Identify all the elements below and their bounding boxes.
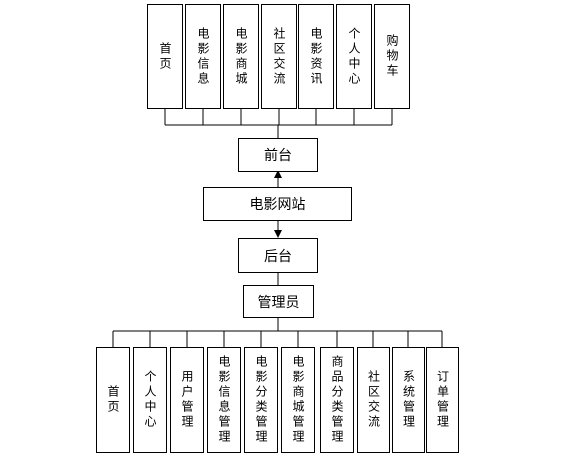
top-module-personal-center: 个人中心 [336,4,372,109]
bottom-module-user-management: 用户管理 [170,347,204,453]
module-label: 社区交流 [366,370,381,430]
module-label: 电影信息 [196,26,210,87]
module-label: 个人中心 [143,370,157,430]
bottom-module-movie-info-management: 电影信息管理 [207,347,241,453]
top-module-movie-info: 电影信息 [185,4,221,109]
bottom-module-community: 社区交流 [357,347,390,453]
module-label: 电影信息管理 [217,355,231,445]
backend-box: 后台 [238,238,318,273]
module-label: 电影资讯 [309,26,323,87]
module-label: 订单管理 [435,370,450,430]
module-label: 系统管理 [401,370,416,430]
bottom-module-movie-category-management: 电影分类管理 [244,347,278,453]
module-label: 购物车 [385,34,399,79]
module-label: 社区交流 [272,26,286,87]
module-label: 首页 [158,41,172,72]
arrow-down-head [274,230,282,238]
bottom-module-product-category-management: 商品分类管理 [320,347,354,453]
module-label: 电影分类管理 [254,355,268,445]
module-label: 用户管理 [180,370,194,430]
module-label: 电影商城 [234,26,248,87]
top-module-movie-mall: 电影商城 [223,4,259,109]
top-module-home: 首页 [147,4,183,109]
top-module-community: 社区交流 [261,4,297,109]
module-label: 首页 [106,385,120,415]
bottom-module-system-management: 系统管理 [392,347,425,453]
top-module-movie-news: 电影资讯 [298,4,334,109]
bottom-module-order-management: 订单管理 [426,347,459,453]
bottom-module-personal-center: 个人中心 [133,347,167,453]
top-module-cart: 购物车 [374,4,410,109]
module-label: 商品分类管理 [330,355,344,445]
arrow-up-head [274,170,282,178]
module-label: 电影商城管理 [291,355,305,445]
bottom-module-home: 首页 [96,347,130,453]
admin-box: 管理员 [243,285,314,318]
module-label: 个人中心 [347,26,361,87]
bottom-module-movie-mall-management: 电影商城管理 [281,347,315,453]
site-box: 电影网站 [203,187,352,221]
frontend-box: 前台 [238,138,318,172]
